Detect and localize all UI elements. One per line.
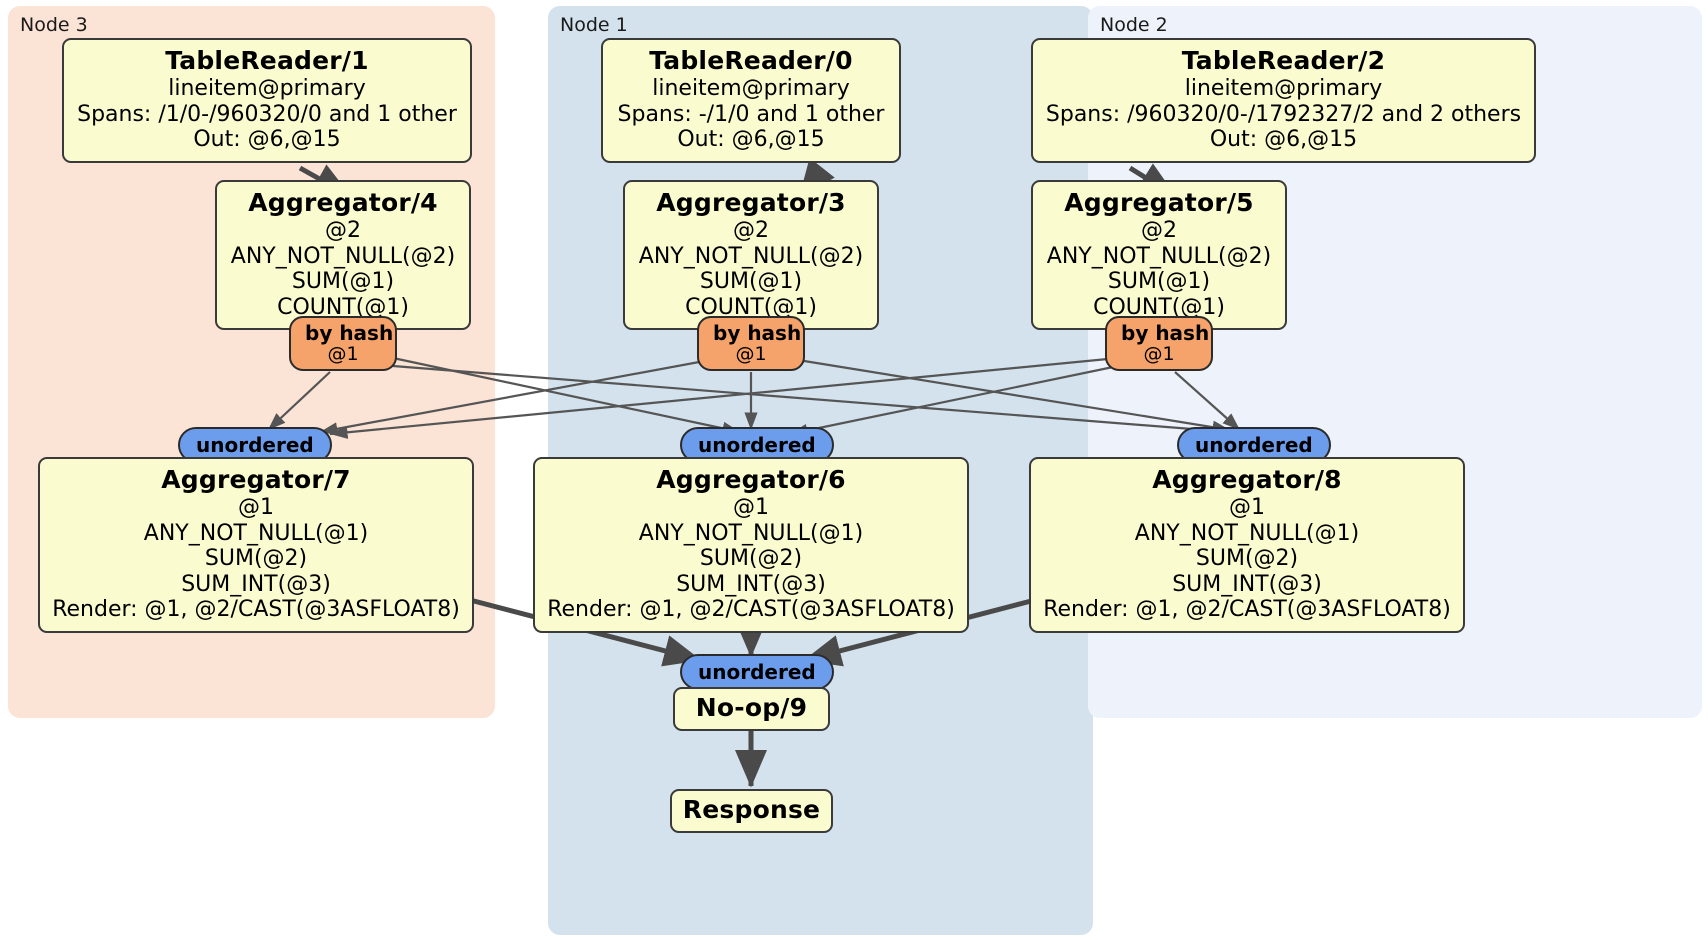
router-key: @1 — [327, 343, 359, 365]
processor-line: ANY_NOT_NULL(@1) — [1134, 520, 1360, 546]
processor-line: Out: @6,@15 — [193, 127, 341, 153]
processor-tablereader-1[interactable]: TableReader/1 lineitem@primary Spans: /1… — [62, 38, 472, 163]
processor-line: @1 — [1229, 495, 1265, 520]
processor-line: SUM_INT(@3) — [181, 571, 331, 597]
processor-title: TableReader/0 — [649, 46, 853, 75]
processor-response[interactable]: Response — [670, 789, 833, 833]
processor-line: ANY_NOT_NULL(@2) — [1046, 243, 1272, 269]
processor-line: SUM(@1) — [1107, 269, 1211, 295]
processor-line: Render: @1, @2/CAST(@3ASFLOAT8) — [547, 597, 955, 623]
processor-title: Aggregator/3 — [656, 188, 846, 217]
processor-line: Spans: -/1/0 and 1 other — [617, 101, 885, 127]
processor-line: @2 — [325, 218, 361, 243]
processor-aggregator-7[interactable]: Aggregator/7 @1 ANY_NOT_NULL(@1) SUM(@2)… — [38, 457, 474, 633]
processor-line: ANY_NOT_NULL(@1) — [638, 520, 864, 546]
processor-line: SUM_INT(@3) — [1172, 571, 1322, 597]
processor-aggregator-8[interactable]: Aggregator/8 @1 ANY_NOT_NULL(@1) SUM(@2)… — [1029, 457, 1465, 633]
node-panel-label-node2: Node 2 — [1100, 14, 1168, 36]
processor-line: COUNT(@1) — [685, 294, 817, 320]
processor-line: @1 — [238, 495, 274, 520]
processor-title: TableReader/2 — [1181, 46, 1386, 75]
processor-line: COUNT(@1) — [1093, 294, 1225, 320]
processor-title: No-op/9 — [695, 693, 808, 722]
processor-title: Aggregator/4 — [248, 188, 438, 217]
synchronizer-label: unordered — [196, 433, 314, 457]
router-key: @1 — [1143, 343, 1175, 365]
processor-line: ANY_NOT_NULL(@2) — [638, 243, 864, 269]
processor-title: TableReader/1 — [165, 46, 369, 75]
processor-line: ANY_NOT_NULL(@1) — [143, 520, 369, 546]
processor-line: Out: @6,@15 — [1209, 127, 1358, 153]
node-panel-label-node3: Node 3 — [20, 14, 88, 36]
processor-noop-9[interactable]: No-op/9 — [673, 687, 830, 731]
processor-line: SUM(@1) — [291, 269, 395, 295]
processor-line: lineitem@primary — [168, 76, 366, 101]
processor-aggregator-6[interactable]: Aggregator/6 @1 ANY_NOT_NULL(@1) SUM(@2)… — [533, 457, 969, 633]
processor-title: Aggregator/6 — [656, 465, 846, 494]
router-kind: by hash — [713, 321, 802, 345]
synchronizer-label: unordered — [698, 433, 816, 457]
output-router-by-hash-left[interactable]: by hash @1 — [289, 316, 397, 371]
processor-line: SUM(@2) — [204, 546, 308, 572]
processor-line: @1 — [733, 495, 769, 520]
processor-tablereader-2[interactable]: TableReader/2 lineitem@primary Spans: /9… — [1031, 38, 1536, 163]
processor-line: Render: @1, @2/CAST(@3ASFLOAT8) — [52, 597, 460, 623]
processor-line: @2 — [733, 218, 769, 243]
processor-line: SUM(@1) — [699, 269, 803, 295]
synchronizer-label: unordered — [698, 660, 816, 684]
processor-line: Spans: /960320/0-/1792327/2 and 2 others — [1045, 101, 1522, 127]
processor-aggregator-4[interactable]: Aggregator/4 @2 ANY_NOT_NULL(@2) SUM(@1)… — [215, 180, 471, 331]
processor-title: Aggregator/8 — [1152, 465, 1342, 494]
router-kind: by hash — [1121, 321, 1210, 345]
processor-line: Spans: /1/0-/960320/0 and 1 other — [77, 101, 457, 127]
processor-line: lineitem@primary — [652, 76, 850, 101]
processor-title: Response — [682, 795, 821, 824]
processor-title: Aggregator/7 — [161, 465, 351, 494]
processor-line: SUM(@2) — [699, 546, 803, 572]
processor-aggregator-3[interactable]: Aggregator/3 @2 ANY_NOT_NULL(@2) SUM(@1)… — [623, 180, 879, 331]
router-key: @1 — [735, 343, 767, 365]
processor-line: ANY_NOT_NULL(@2) — [230, 243, 456, 269]
processor-tablereader-0[interactable]: TableReader/0 lineitem@primary Spans: -/… — [601, 38, 901, 163]
node-panel-label-node1: Node 1 — [560, 14, 628, 36]
processor-line: SUM_INT(@3) — [676, 571, 826, 597]
router-kind: by hash — [305, 321, 394, 345]
processor-line: COUNT(@1) — [277, 294, 409, 320]
processor-line: Render: @1, @2/CAST(@3ASFLOAT8) — [1043, 597, 1451, 623]
output-router-by-hash-center[interactable]: by hash @1 — [697, 316, 805, 371]
input-synchronizer-unordered-final[interactable]: unordered — [680, 654, 834, 690]
processor-line: lineitem@primary — [1184, 76, 1383, 101]
processor-line: SUM(@2) — [1195, 546, 1299, 572]
processor-aggregator-5[interactable]: Aggregator/5 @2 ANY_NOT_NULL(@2) SUM(@1)… — [1031, 180, 1287, 331]
synchronizer-label: unordered — [1195, 433, 1313, 457]
processor-line: @2 — [1141, 218, 1177, 243]
processor-title: Aggregator/5 — [1064, 188, 1254, 217]
output-router-by-hash-right[interactable]: by hash @1 — [1105, 316, 1213, 371]
processor-line: Out: @6,@15 — [677, 127, 825, 153]
